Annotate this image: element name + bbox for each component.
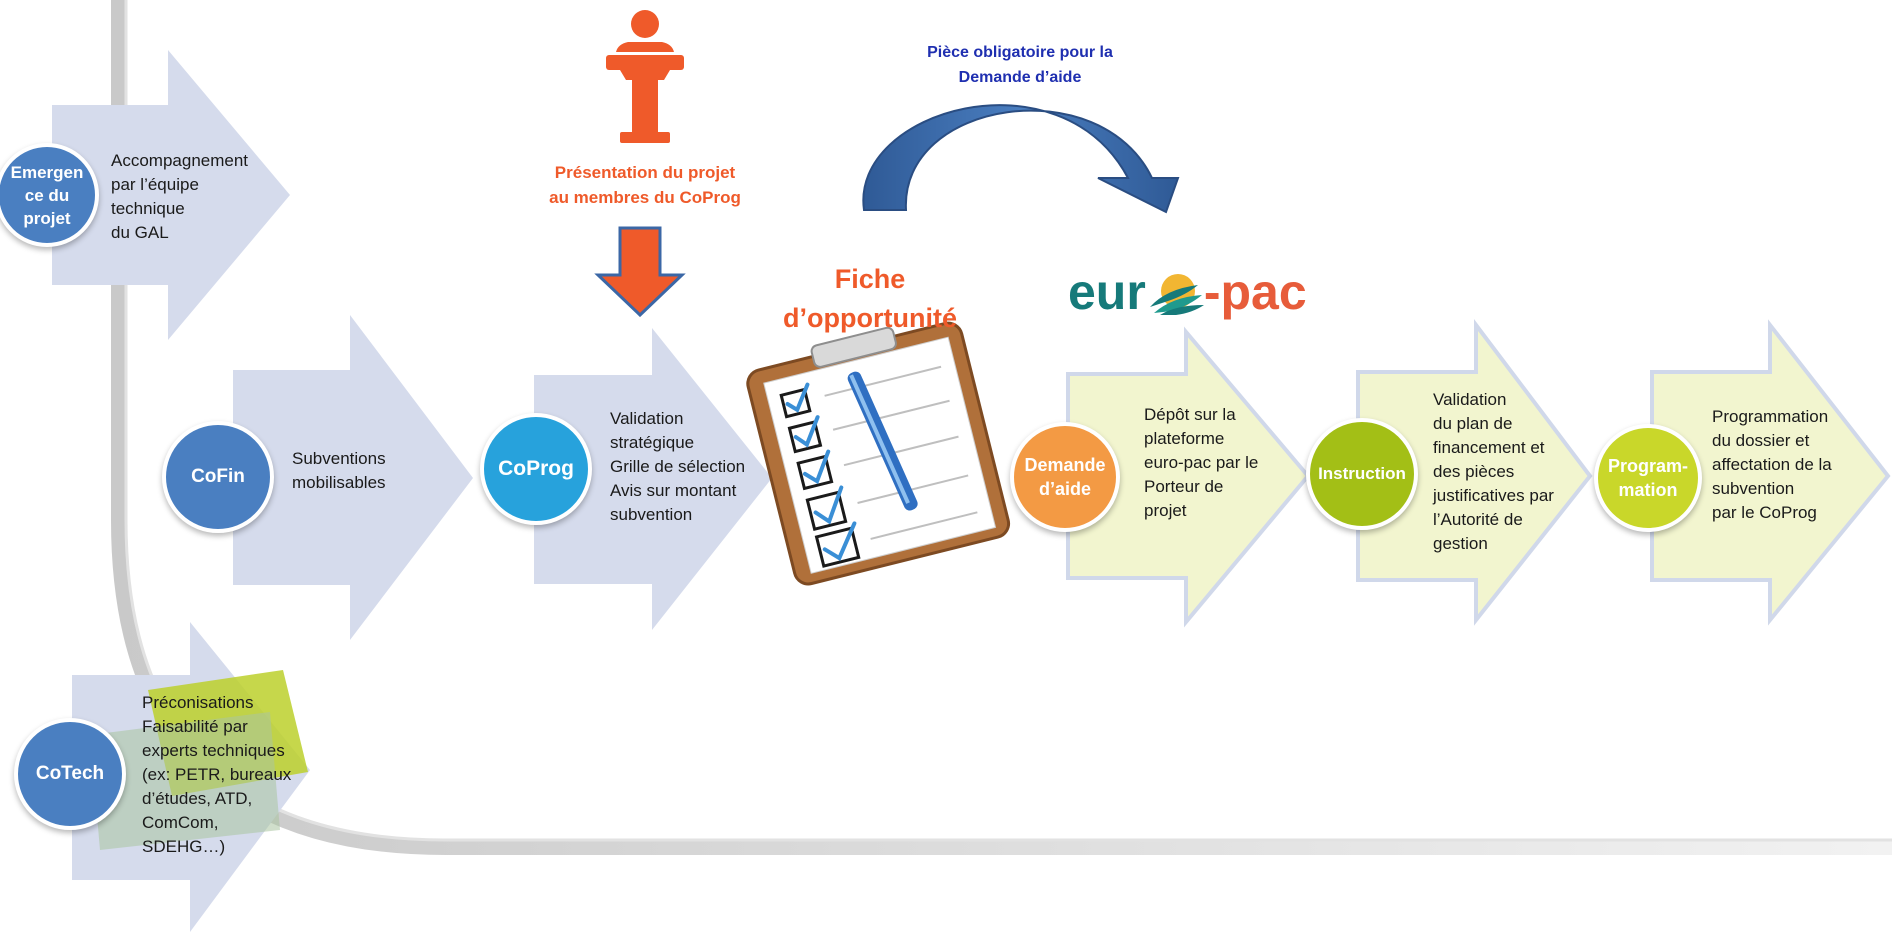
programmation-circle: Program- mation bbox=[1594, 424, 1702, 532]
cofin-description: Subventions mobilisables bbox=[292, 449, 386, 492]
mandatory-piece-label: Pièce obligatoire pour la Demande d’aide bbox=[927, 44, 1113, 86]
arrow-instruction bbox=[1356, 319, 1593, 626]
demande-circle: Demande d’aide bbox=[1010, 422, 1120, 532]
speaker-podium-icon bbox=[606, 10, 684, 143]
logo-text-start: eur bbox=[1068, 264, 1146, 320]
cotech-circle: CoTech bbox=[14, 718, 126, 830]
instruction-description: Validation du plan de financement et des… bbox=[1433, 390, 1554, 553]
demande-description: Dépôt sur la plateforme euro-pac par le … bbox=[1144, 405, 1259, 520]
emergence-description: Accompagnement par l’équipe technique du… bbox=[111, 151, 249, 242]
arrow-demande bbox=[1066, 326, 1311, 628]
emergence-circle: Emergen ce du projet bbox=[0, 143, 99, 247]
clipboard-checklist-icon bbox=[746, 321, 1011, 586]
arrow-emergence bbox=[52, 50, 290, 340]
cofin-circle: CoFin bbox=[162, 421, 274, 533]
curved-arrow-icon bbox=[862, 104, 1180, 214]
euro-pac-logo: eur -pac bbox=[1068, 262, 1307, 322]
fiche-title: Fiche d’opportunité bbox=[783, 264, 957, 333]
programmation-description: Programmation du dossier et affectation … bbox=[1712, 407, 1832, 522]
cotech-description: Préconisations Faisabilité par experts t… bbox=[142, 693, 292, 856]
instruction-circle: Instruction bbox=[1306, 418, 1418, 530]
down-arrow-icon bbox=[594, 226, 686, 318]
sun-field-icon bbox=[1149, 274, 1204, 315]
logo-text-end: -pac bbox=[1203, 264, 1307, 320]
arrow-programmation bbox=[1650, 319, 1891, 626]
arrow-coprog bbox=[534, 328, 772, 630]
arrow-cofin bbox=[233, 315, 473, 640]
sticky-note-decoration bbox=[90, 670, 308, 850]
coprog-description: Validation stratégique Grille de sélecti… bbox=[610, 409, 746, 524]
coprog-circle: CoProg bbox=[480, 413, 592, 525]
presentation-label: Présentation du projet au membres du CoP… bbox=[549, 163, 741, 207]
